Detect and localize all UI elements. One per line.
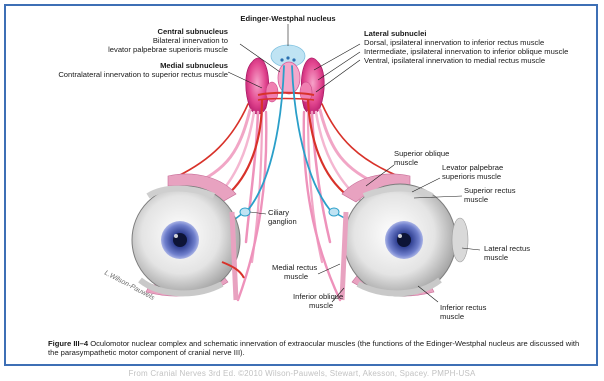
ew-nucleus-label: Edinger-Westphal nucleus	[240, 14, 335, 23]
lateral-subnuclei-title: Lateral subnuclei	[364, 29, 426, 38]
ciliary-ganglion-label-1: Ciliary	[268, 208, 289, 217]
superior-oblique-label-2: muscle	[394, 158, 418, 167]
inferior-rectus-label-2: muscle	[440, 312, 464, 321]
figure-caption: Figure III–4 Oculomotor nuclear complex …	[48, 339, 588, 357]
inferior-oblique-label-1: Inferior oblique	[293, 292, 343, 301]
medial-subnucleus-desc: Contralateral innervation to superior re…	[58, 70, 228, 79]
medial-rectus-label-1: Medial rectus	[272, 263, 317, 272]
medial-rectus-label-2: muscle	[284, 272, 308, 281]
levator-label-2: superioris muscle	[442, 172, 501, 181]
right-eye	[342, 174, 468, 300]
lateral-subnuclei-dorsal: Dorsal, ipsilateral innervation to infer…	[364, 38, 544, 47]
figure-label: Figure III–4	[48, 339, 88, 348]
central-subnucleus-title: Central subnucleus	[158, 27, 228, 36]
superior-oblique-label-1: Superior oblique	[394, 149, 449, 158]
medial-subnucleus-title: Medial subnucleus	[160, 61, 228, 70]
nuclear-complex	[246, 45, 325, 114]
caption-text: Oculomotor nuclear complex and schematic…	[48, 339, 579, 357]
lateral-rectus-label-2: muscle	[484, 253, 508, 262]
lateral-subnuclei-intermediate: Intermediate, ipsilateral innervation to…	[364, 47, 568, 56]
left-eye	[132, 174, 244, 300]
superior-rectus-label-1: Superior rectus	[464, 186, 516, 195]
levator-label-1: Levator palpebrae	[442, 163, 503, 172]
central-subnucleus	[278, 62, 300, 94]
superior-rectus-label-2: muscle	[464, 195, 488, 204]
lateral-rectus-label-1: Lateral rectus	[484, 244, 530, 253]
lateral-subnuclei-ventral: Ventral, ipsilateral innervation to medi…	[364, 56, 545, 65]
inferior-rectus-label-1: Inferior rectus	[440, 303, 487, 312]
inferior-oblique-label-2: muscle	[309, 301, 333, 310]
source-credit: From Cranial Nerves 3rd Ed. ©2010 Wilson…	[0, 369, 604, 378]
ciliary-ganglion-label-2: ganglion	[268, 217, 297, 226]
central-subnucleus-desc-2: levator palpebrae superioris muscle	[108, 45, 228, 54]
central-subnucleus-desc-1: Bilateral innervation to	[153, 36, 228, 45]
